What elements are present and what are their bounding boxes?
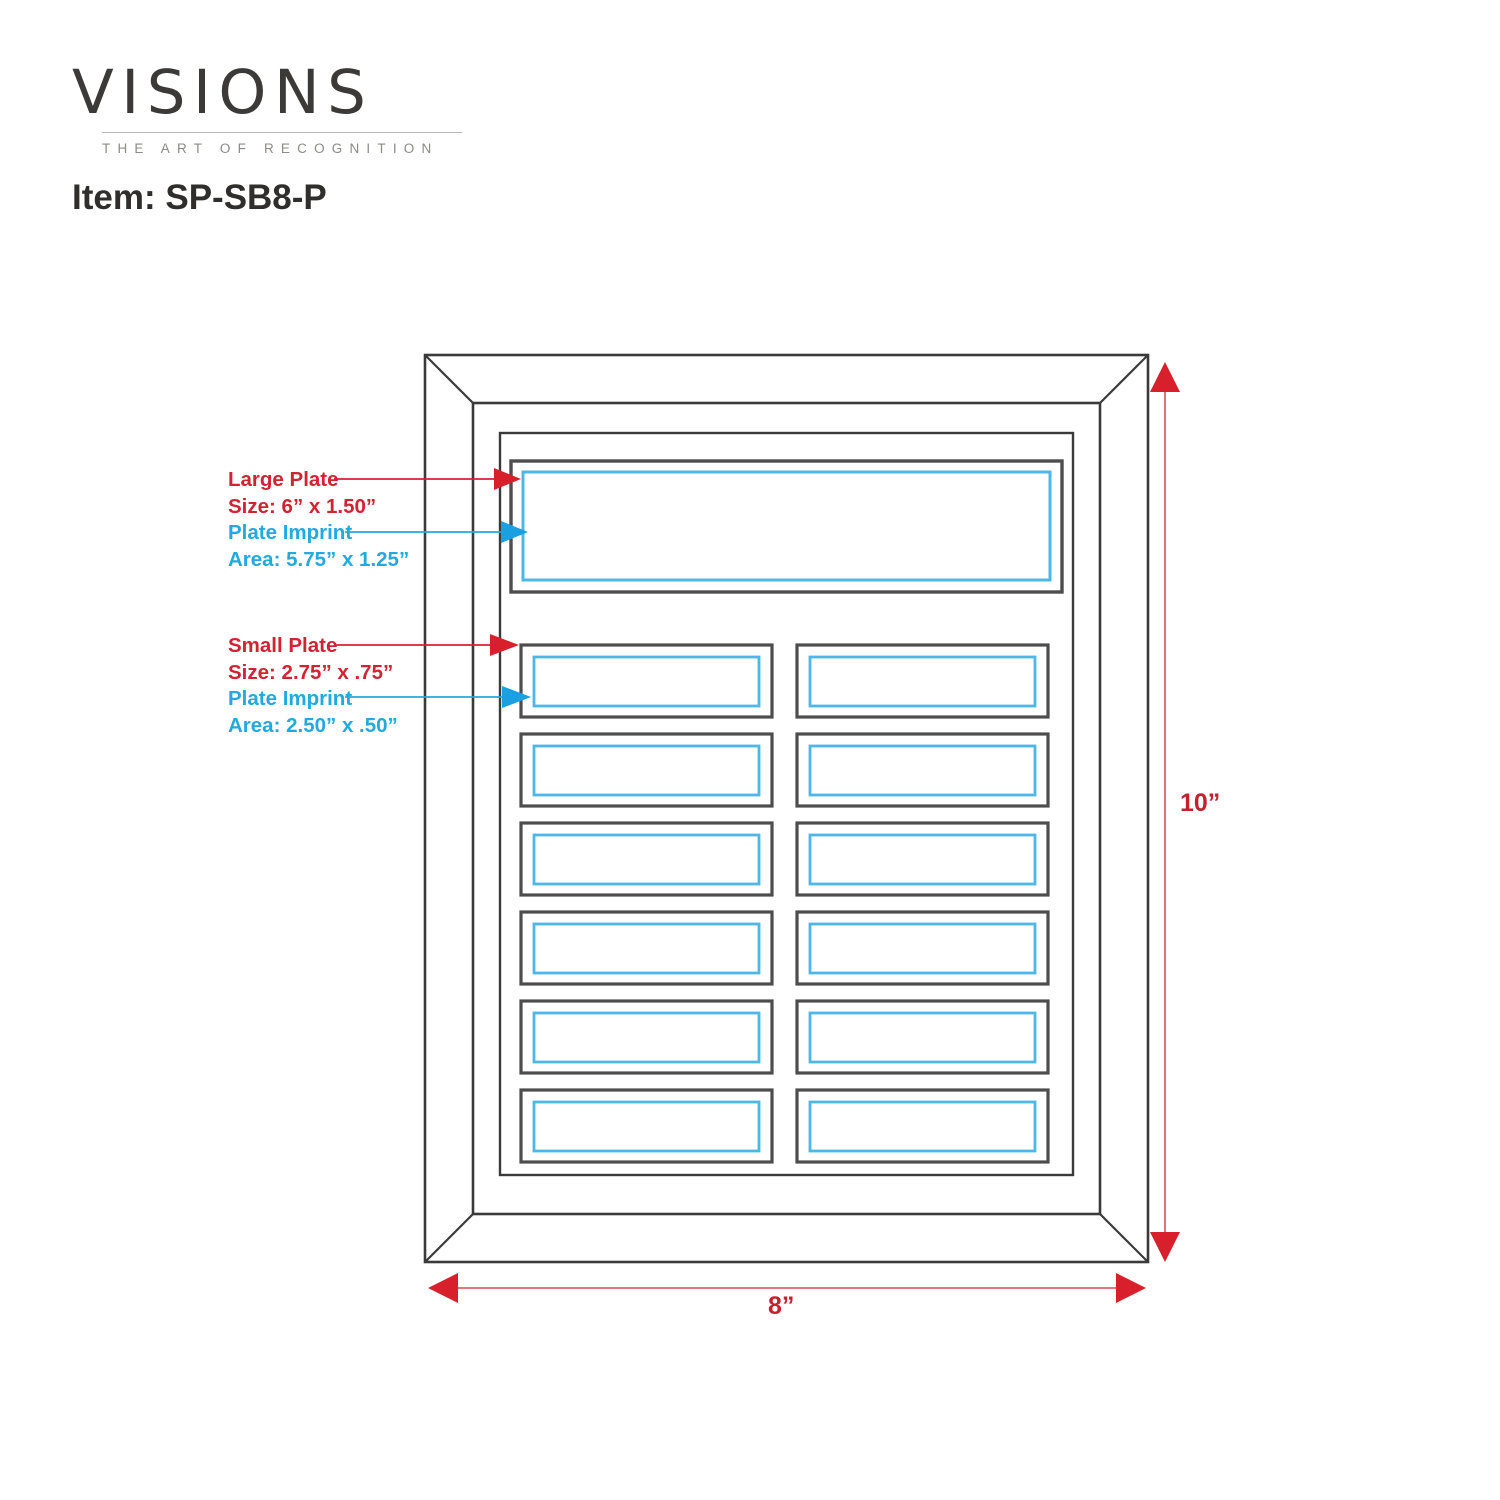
brand-logo: VISIONS THE ART OF RECOGNITION [72,62,492,156]
annotation-small-imprint-title: Plate Imprint [228,687,353,710]
dimension-arrow-height-bottom [1150,1232,1180,1262]
brand-tagline: THE ART OF RECOGNITION [102,141,439,156]
small-plate-grid [519,643,1050,1164]
small-plate-imprint-area [532,744,761,797]
dimension-arrow-width-left [428,1273,458,1303]
small-plate-imprint-area [532,1100,761,1153]
small-plate [795,643,1050,719]
dimension-lines [428,362,1180,1303]
bevel-mitre-bottom-right [1099,1213,1149,1263]
arrowhead-small-plate [490,634,519,656]
annotation-leaders [334,468,531,708]
dimension-label-width: 8” [768,1292,795,1320]
small-plate-imprint-area [808,1100,1037,1153]
small-plate [795,1088,1050,1164]
annotation-small-imprint: Plate Imprint Area: 2.50” x .50” [228,685,398,739]
page-title: Item: SP-SB8-P [72,178,327,217]
small-plate-imprint-area [532,833,761,886]
annotation-large-imprint: Plate Imprint Area: 5.75” x 1.25” [228,519,409,573]
annotation-large-plate-size: Size: 6” x 1.50” [228,495,377,518]
small-plate [795,999,1050,1075]
bevel-mitre-bottom-left [424,1213,474,1263]
large-plate-outline [509,459,1064,594]
small-plate [519,999,774,1075]
small-plate-imprint-area [532,922,761,975]
small-plate [519,732,774,808]
small-plate-imprint-area [808,655,1037,708]
small-plate [519,910,774,986]
dimension-arrow-width-right [1116,1273,1146,1303]
bevel-mitre-top-left [424,354,474,404]
annotation-small-plate-size: Size: 2.75” x .75” [228,661,394,684]
arrowhead-small-imprint [502,686,531,708]
small-plate-imprint-area [532,655,761,708]
brand-divider [102,132,462,133]
annotation-large-imprint-title: Plate Imprint [228,521,353,544]
dimension-arrow-height-top [1150,362,1180,392]
arrowhead-large-plate [494,468,521,490]
dimension-label-height: 10” [1180,789,1221,817]
brand-wordmark: VISIONS [72,57,374,128]
small-plate [795,732,1050,808]
annotation-small-plate-title: Small Plate [228,634,338,657]
small-plate-imprint-area [808,833,1037,886]
annotation-large-imprint-area: Area: 5.75” x 1.25” [228,548,410,571]
small-plate [795,910,1050,986]
small-plate [519,1088,774,1164]
annotation-large-plate-title: Large Plate [228,468,339,491]
annotation-large-plate: Large Plate Size: 6” x 1.50” [228,466,376,520]
small-plate [519,643,774,719]
small-plate-imprint-area [808,922,1037,975]
small-plate [519,821,774,897]
small-plate [795,821,1050,897]
large-plate-imprint-area [521,470,1052,582]
small-plate-imprint-area [532,1011,761,1064]
annotation-small-plate: Small Plate Size: 2.75” x .75” [228,632,393,686]
small-plate-imprint-area [808,1011,1037,1064]
large-plate [509,459,1064,594]
bevel-mitre-top-right [1099,354,1149,404]
small-plate-imprint-area [808,744,1037,797]
arrowhead-large-imprint [501,521,528,543]
annotation-small-imprint-area: Area: 2.50” x .50” [228,714,398,737]
